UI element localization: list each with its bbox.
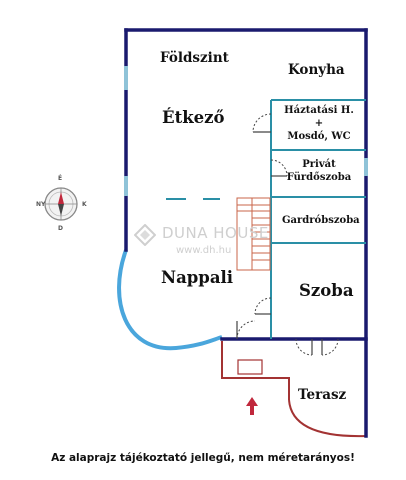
room-label-privat: Privát Fürdőszoba (279, 158, 359, 184)
compass-west: NY (36, 201, 46, 208)
room-label-terasz: Terasz (298, 387, 347, 403)
room-label-line: Háztatási H. (284, 105, 354, 116)
room-label-line: + (314, 118, 324, 129)
room-label-nappali: Nappali (161, 268, 234, 287)
watermark-brand: DUNA HOUSE (162, 224, 269, 242)
room-label-konyha: Konyha (288, 62, 345, 78)
room-label-szoba: Szoba (299, 281, 354, 300)
door-leaves (236, 131, 323, 355)
inner-walls (270, 99, 366, 339)
terrace-step (237, 359, 263, 375)
compass-icon (44, 187, 78, 221)
room-label-line: Mosdó, WC (287, 131, 351, 142)
room-label-etkezo: Étkező (162, 108, 225, 127)
room-label-gardrob: Gardróbszoba (282, 215, 360, 226)
doors (236, 113, 339, 356)
watermark-url: www.dh.hu (176, 245, 232, 256)
curved-glass-wall (117, 249, 223, 351)
staircase (236, 197, 271, 271)
room-label-haztartasi: Háztatási H. + Mosdó, WC (279, 104, 359, 143)
compass-north: É (58, 175, 63, 182)
arrow-up-icon (246, 397, 258, 415)
outer-walls (124, 28, 368, 438)
floor-level-label: Földszint (160, 50, 229, 66)
compass-south: D (58, 225, 63, 232)
duna-house-logo-icon (134, 224, 156, 246)
room-label-line: Privát (302, 159, 336, 170)
compass-east: K (82, 201, 87, 208)
room-label-line: Fürdőszoba (286, 172, 352, 183)
disclaimer-text: Az alaprajz tájékoztató jellegű, nem mér… (51, 452, 355, 464)
